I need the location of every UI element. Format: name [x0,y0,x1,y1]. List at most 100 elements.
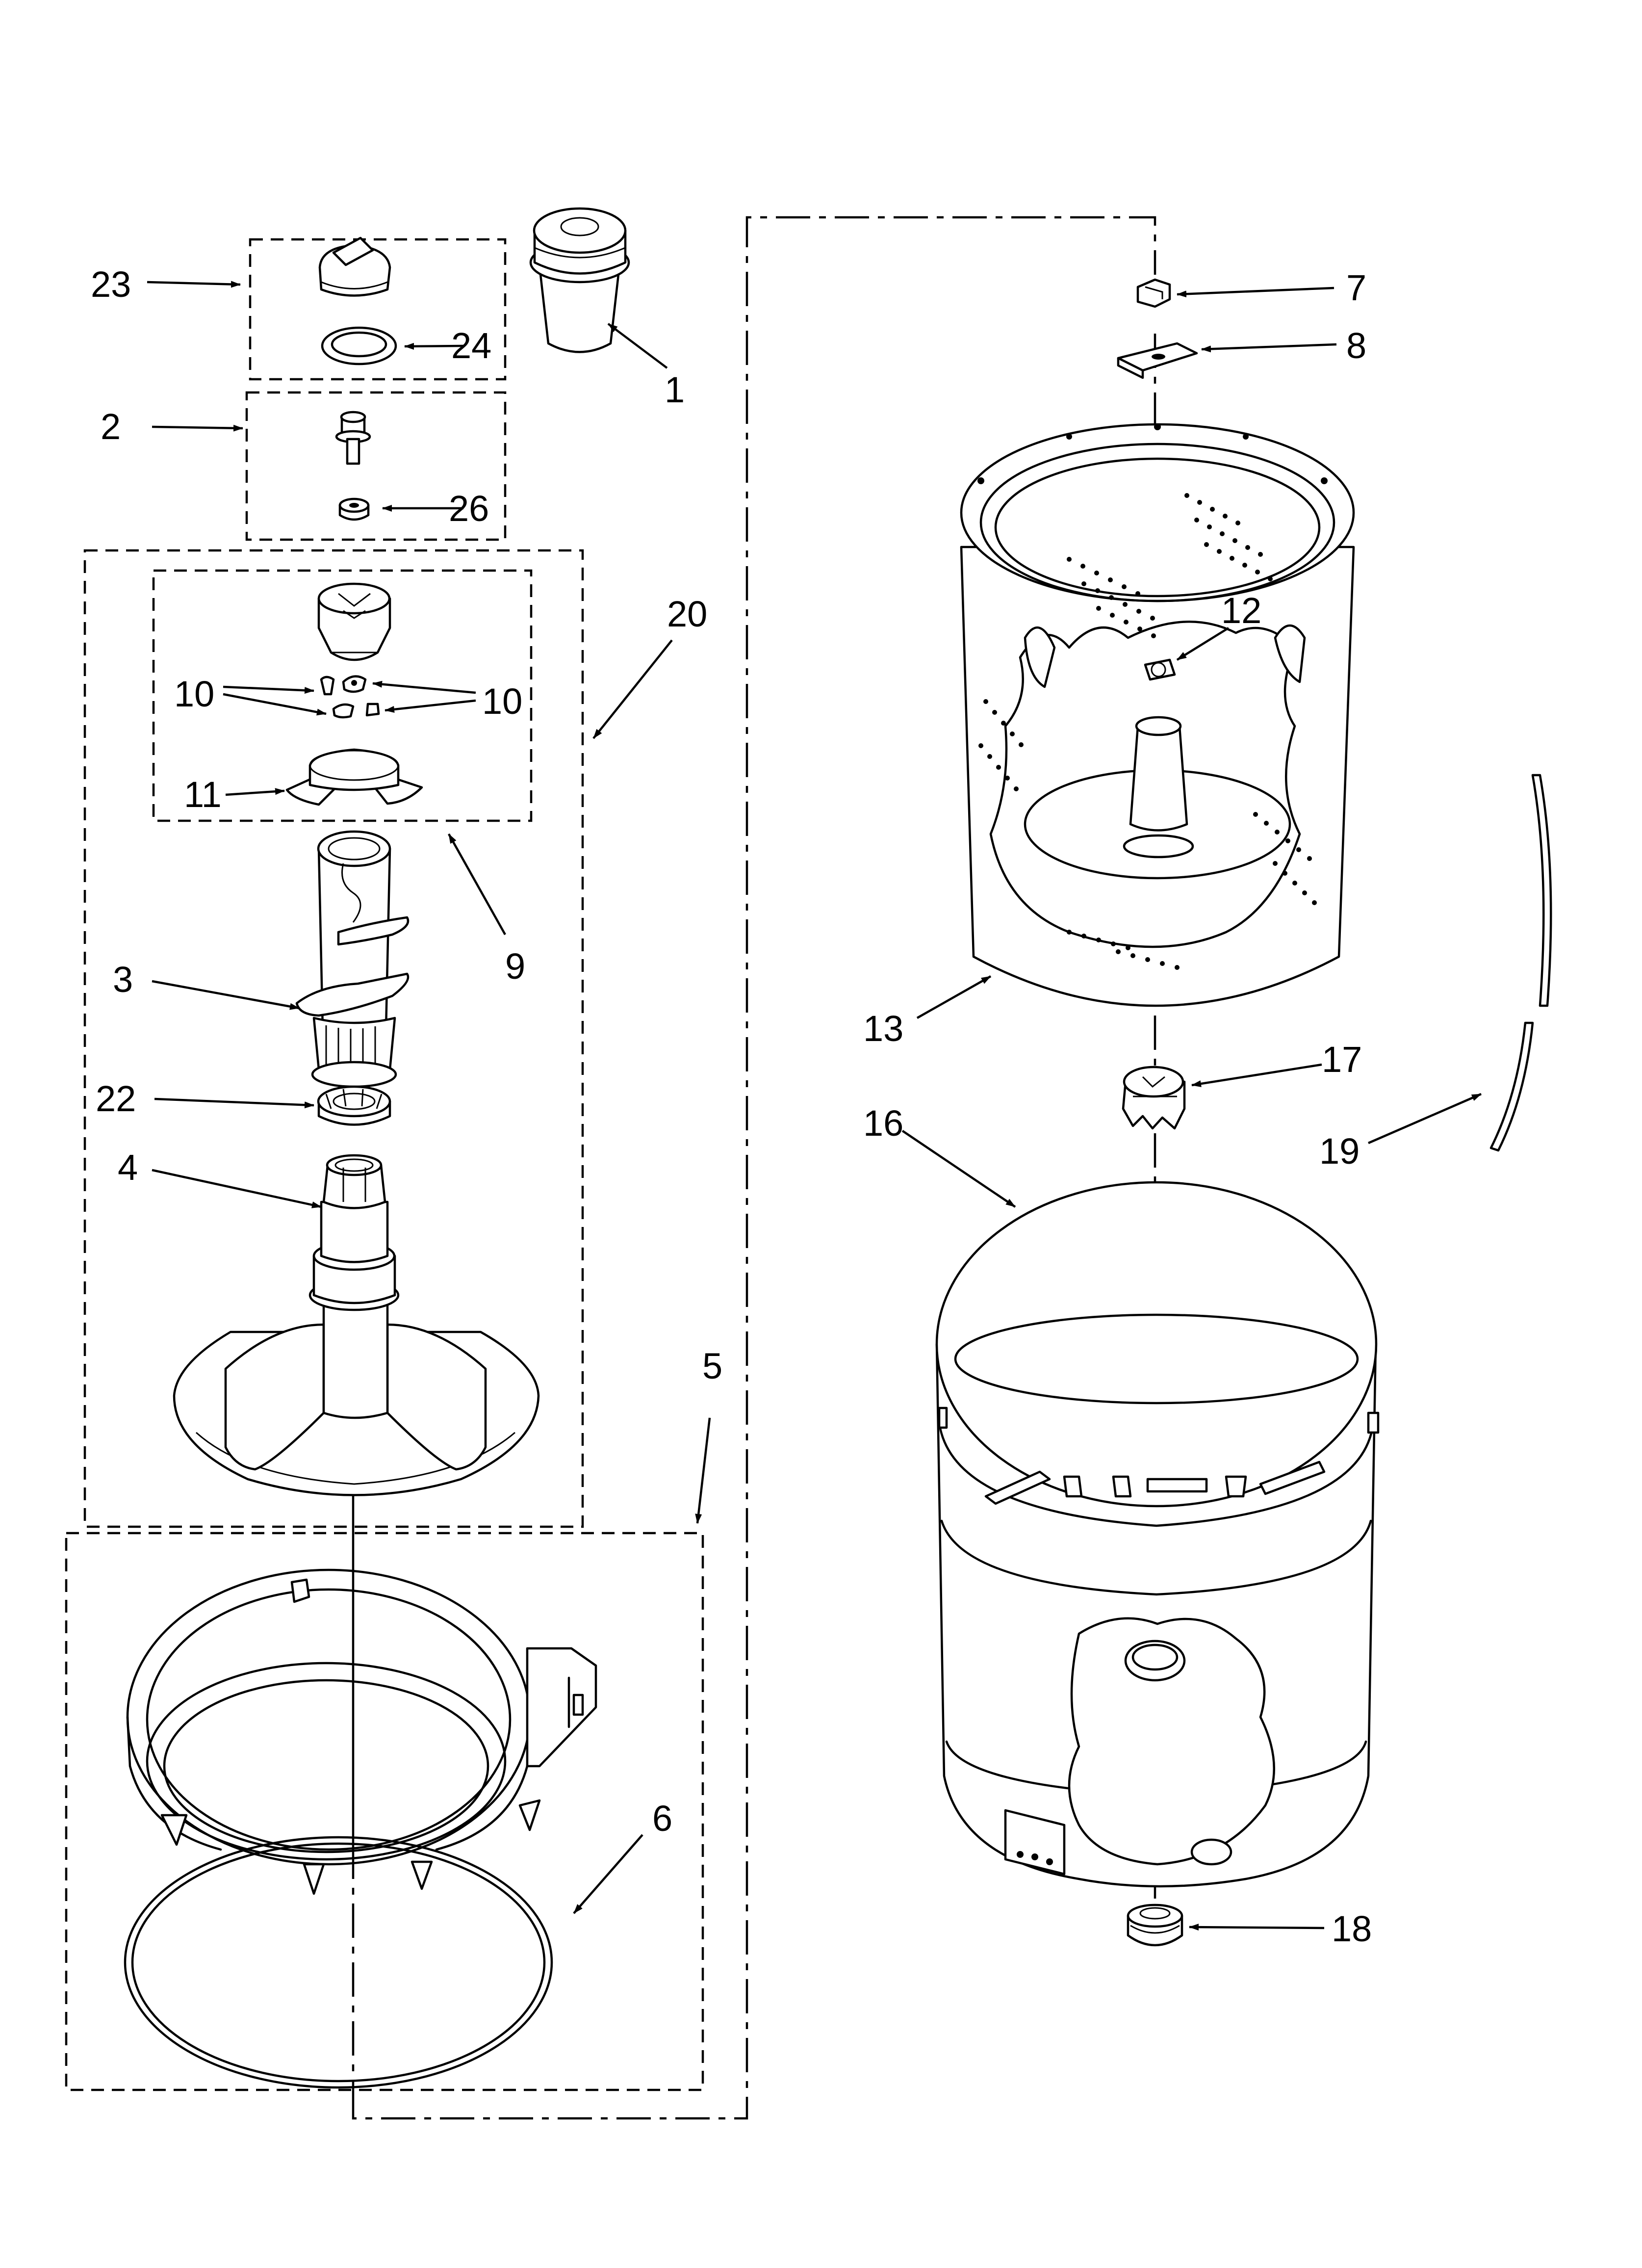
leader-10b-2 [385,699,476,713]
perforation-hole [1150,616,1155,621]
perforation-hole [1096,606,1101,611]
perforation-hole [1110,613,1115,618]
leader-13 [916,975,992,1019]
leader-19 [1368,1093,1482,1145]
perforation-hole [1230,556,1234,561]
leader-11 [225,788,285,796]
leader-4 [152,1169,322,1208]
part-8-plate [1117,342,1198,379]
perforation-hole [1135,591,1140,596]
part-2-bolt [335,411,371,465]
callout-18: 18 [1332,1908,1372,1949]
callout-26: 26 [449,488,489,529]
perforation-hole [1242,563,1247,568]
perforation-hole [1197,500,1202,505]
leader-8 [1201,343,1337,353]
leader-10b-1 [372,680,476,694]
callout-7: 7 [1346,267,1366,308]
perforation-hole [1137,626,1142,631]
callout-2: 2 [101,406,121,447]
callout-20: 20 [667,594,707,634]
perforation-hole [1232,538,1237,543]
callout-22: 22 [96,1078,136,1119]
group-box-5 [65,1532,704,2091]
perforation-hole [1296,847,1301,852]
perforation-hole [1204,542,1209,547]
perforation-hole [1285,838,1290,843]
leader-12 [1176,627,1230,661]
perforation-hole [1264,821,1269,826]
leader-9 [448,833,506,936]
perforation-hole [1312,900,1317,905]
perforation-hole [1010,731,1015,736]
callout-24: 24 [451,325,491,366]
callout-9: 9 [505,946,525,987]
perforation-hole [992,710,997,715]
part-9-agitator-cam [317,582,391,661]
perforation-hole [1096,938,1101,942]
perforation-hole [983,699,988,704]
leader-23 [147,281,241,288]
part-5-tub-ring [126,1568,597,1895]
callout-23: 23 [91,264,131,305]
part-6-seal [124,1836,553,2089]
leader-10a-2 [223,693,327,716]
leader-3 [152,980,300,1010]
leader-22 [154,1097,314,1109]
group-box-20 [83,549,584,1528]
callout-17: 17 [1322,1039,1362,1080]
leader-18 [1189,1924,1325,1931]
perforation-hole [1094,571,1099,575]
perforation-hole [1217,549,1222,554]
callout-5: 5 [702,1346,722,1386]
perforation-hole [1255,570,1260,574]
callout-6: 6 [652,1798,672,1839]
perforation-hole [1307,856,1312,861]
perforation-hole [1081,934,1086,938]
perforation-hole [1275,830,1280,834]
leader-20 [592,639,673,739]
perforation-hole [1109,595,1114,600]
perforation-hole [1005,776,1010,781]
assembly-line-left-to-right [352,216,1156,2120]
callout-4: 4 [118,1147,138,1188]
perforation-hole [1014,786,1019,791]
callout-10-left: 10 [174,674,214,714]
perforation-hole [1175,965,1180,970]
perforation-hole [1080,564,1085,569]
perforation-hole [1223,514,1228,519]
part-18-tub-nut [1127,1903,1183,1947]
perforation-hole [1283,871,1287,876]
perforation-hole [1130,953,1135,958]
perforation-hole [1160,961,1165,966]
perforation-hole [1136,609,1141,614]
part-17-drive-block [1122,1066,1186,1130]
part-11-guide [285,748,423,806]
part-24-seal-ring [321,326,397,365]
callout-8: 8 [1346,325,1366,366]
perforation-hole [1273,861,1278,866]
callout-12: 12 [1221,590,1261,631]
perforation-hole [1151,633,1156,638]
leader-16 [901,1130,1016,1208]
part-4-agitator [173,1154,540,1496]
part-26-nut [338,497,370,521]
perforation-hole [1145,957,1150,962]
perforation-hole [1095,588,1100,593]
perforation-hole [1081,581,1086,586]
part-3-auger [295,830,410,1088]
leader-1 [607,323,668,369]
perforation-hole [1108,577,1113,582]
perforation-hole [1194,518,1199,522]
leader-5 [695,1417,711,1524]
part-13-basket-perforations [978,493,1317,970]
perforation-hole [1268,576,1273,581]
part-13-basket [960,423,1355,1007]
perforation-hole [996,765,1001,770]
perforation-hole [1245,545,1250,550]
callout-19: 19 [1319,1131,1360,1172]
group-box-9 [152,569,533,822]
part-10-dogs [320,675,380,719]
